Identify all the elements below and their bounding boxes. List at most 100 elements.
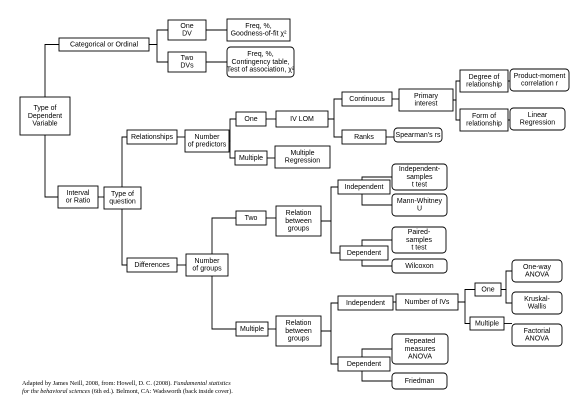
node-box (341, 129, 387, 145)
node-spearman: Spearman's rs (393, 127, 443, 143)
node-box (341, 91, 393, 107)
node-box (391, 226, 447, 254)
node-box (235, 111, 267, 127)
connector-rel-groups-multi-to-dependent-multi (321, 330, 338, 365)
node-label-line: Goodness-of-fit χ² (231, 31, 287, 38)
node-label-line: between (285, 328, 312, 335)
node-label-line: Independent (345, 184, 384, 191)
node-label-line: DV (182, 31, 192, 38)
node-box (509, 107, 566, 131)
node-box (19, 96, 71, 136)
node-label-line: Wallis (528, 304, 547, 311)
node-box (391, 372, 448, 390)
node-independent-two: Independent (337, 179, 391, 195)
node-label-line: Primary (414, 93, 439, 100)
node-box (459, 69, 509, 93)
node-freq-ct: Freq, %,Contingency table,Test of associ… (226, 46, 295, 78)
node-box (509, 68, 570, 92)
node-pred-one: One (235, 111, 267, 127)
node-label-line: of groups (192, 266, 222, 273)
node-label-line: Freq, %, (245, 23, 272, 30)
node-box (395, 293, 459, 311)
node-iv-multiple: Multiple (469, 316, 505, 331)
node-label-line: Relation (286, 210, 312, 217)
node-label-line: Linear (528, 112, 548, 119)
connector-type-q-to-differences (121, 209, 127, 266)
node-label-line: Spearman's rs (396, 132, 441, 139)
node-box (511, 323, 563, 347)
node-label-line: samples (406, 174, 433, 181)
node-box (337, 179, 391, 195)
node-label-line: Wilcoxon (405, 263, 434, 270)
node-independent-multi: Independent (337, 295, 394, 311)
node-groups-multiple: Multiple (235, 321, 269, 337)
connector-rel-groups-two-to-independent-two (321, 186, 338, 222)
node-label-line: Type of (34, 105, 57, 112)
node-label-line: ANOVA (525, 272, 549, 279)
node-iv-lom: IV LOM (275, 110, 329, 128)
caption-line-1: Adapted by James Neill, 2008, from: Howe… (22, 380, 231, 387)
node-label-line: Continuous (349, 96, 385, 103)
connector-iv-one-to-oneway-anova (501, 270, 512, 290)
node-label-line: U (417, 206, 422, 213)
node-groups-two: Two (235, 210, 267, 226)
connector-num-predictors-to-pred-one (229, 118, 236, 142)
node-label-line: Factorial (524, 328, 551, 335)
node-categorical: Categorical or Ordinal (58, 37, 150, 52)
node-box (226, 18, 291, 42)
node-freq-gof: Freq, %,Goodness-of-fit χ² (226, 18, 291, 42)
node-label-line: Type of (111, 191, 134, 198)
node-box (339, 245, 389, 261)
node-label-line: Repeated (405, 338, 435, 345)
node-box (393, 127, 443, 143)
node-label-line: Independent (346, 300, 385, 307)
connector-rel-groups-multi-to-independent-multi (321, 302, 338, 332)
node-box (167, 51, 207, 73)
node-label-line: Contingency table, (232, 59, 290, 66)
node-iv-one: One (474, 282, 502, 297)
node-label-line: Number (195, 134, 221, 141)
node-label-line: Regression (520, 120, 556, 127)
node-label-line: between (285, 218, 312, 225)
node-pred-multiple: Multiple (234, 150, 268, 166)
node-label-line: measures (405, 346, 436, 353)
node-kruskal: Kruskal-Wallis (511, 291, 563, 315)
node-label-line: Variable (32, 120, 57, 127)
caption-line-2: for the behavioral sciences (6th ed.). B… (22, 388, 233, 396)
node-label-line: ANOVA (408, 353, 432, 360)
node-label-line: DVs (180, 63, 194, 70)
node-label-line: interest (415, 101, 438, 108)
node-label-line: Number (195, 258, 221, 265)
node-label-line: One (481, 286, 494, 293)
node-box (511, 259, 563, 283)
node-box (184, 129, 230, 153)
node-box (57, 185, 99, 209)
node-relationships: Relationships (126, 129, 178, 145)
node-label-line: Degree of (469, 74, 500, 81)
node-label-line: t test (411, 244, 426, 251)
connector-categorical-to-cat-one (149, 29, 168, 45)
node-box (126, 129, 178, 145)
node-box (234, 150, 268, 166)
connector-primary-interest-to-form-rel (453, 99, 460, 121)
node-box (275, 205, 322, 237)
node-label-line: Categorical or Ordinal (70, 41, 139, 48)
node-dependent-multi: Dependent (337, 356, 391, 372)
node-box (275, 315, 322, 347)
node-box (274, 145, 331, 169)
node-continuous: Continuous (341, 91, 393, 107)
node-box (337, 356, 391, 372)
node-label-line: Friedman (405, 378, 435, 385)
